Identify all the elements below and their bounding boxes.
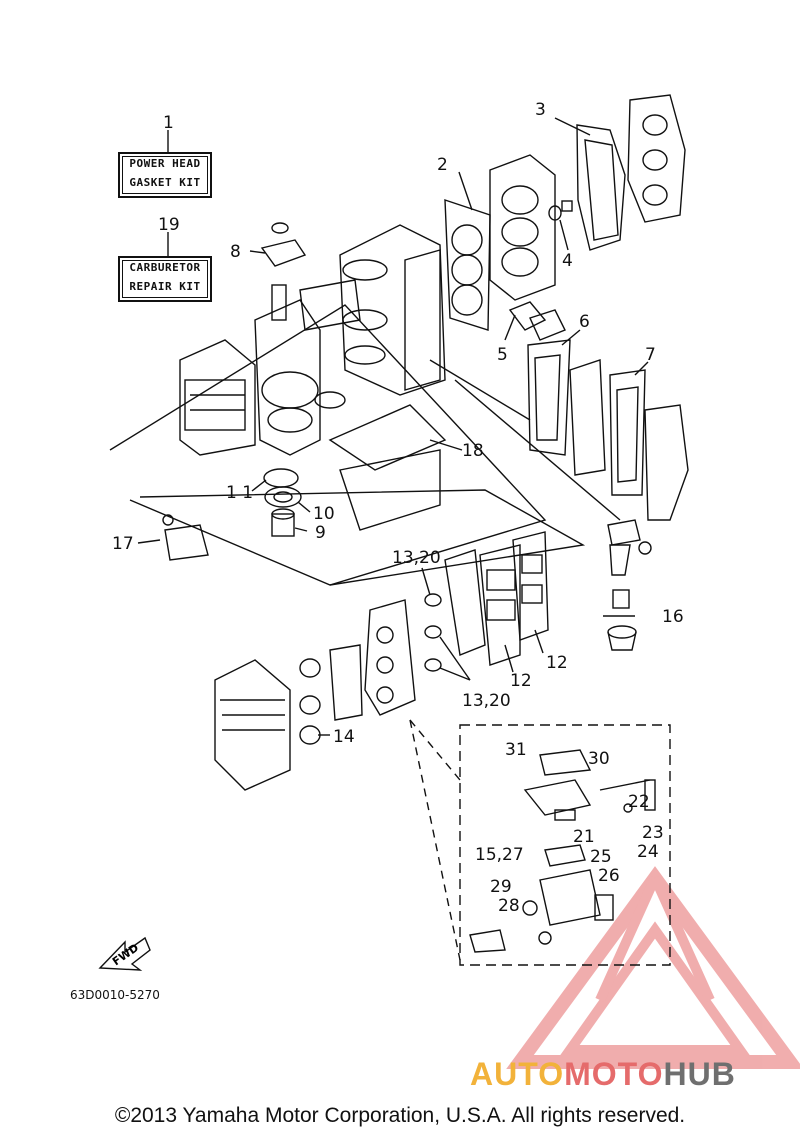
callout-9: 9 (315, 523, 326, 543)
callout-24: 24 (637, 842, 659, 862)
exhaust-cover-gasket (609, 369, 646, 496)
watermark-part: HUB (663, 1056, 736, 1092)
callout-11: 1 1 (226, 483, 253, 503)
callout-28: 28 (498, 896, 520, 916)
callout-14: 14 (333, 727, 355, 747)
o-ring (263, 468, 299, 488)
kit-line: POWER HEAD (129, 157, 201, 170)
callout-16: 16 (662, 607, 684, 627)
carburetor-parts (469, 749, 656, 953)
kit-line: CARBURETOR (129, 261, 201, 274)
callout-18: 18 (462, 441, 484, 461)
callout-12a: 12 (546, 653, 568, 673)
callout-7: 7 (645, 345, 656, 365)
drain-plug (548, 200, 573, 221)
copyright-notice: ©2013 Yamaha Motor Corporation, U.S.A. A… (114, 1104, 686, 1127)
intake-manifold (364, 599, 416, 716)
circlip (424, 593, 442, 607)
intake-silencer (214, 659, 291, 791)
callout-19: 19 (158, 215, 180, 235)
callout-23: 23 (642, 823, 664, 843)
head-gasket (576, 124, 626, 251)
callout-8: 8 (230, 242, 241, 262)
callout-29: 29 (490, 877, 512, 897)
callout-1: 1 (163, 113, 174, 133)
callout-3: 3 (535, 100, 546, 120)
cylinder-gasket (444, 199, 491, 331)
oil-seal (264, 486, 302, 508)
group-outline-lower (139, 489, 586, 586)
callout-25: 25 (590, 847, 612, 867)
watermark-part: AUTO (470, 1056, 565, 1092)
thermostat (607, 519, 652, 651)
crankshaft (254, 284, 346, 456)
kit-line: GASKET KIT (129, 176, 201, 189)
callout-labels: 1 19 2 3 4 5 6 7 8 9 10 1 1 12 12 13,20 … (110, 100, 684, 968)
callout-13-20b: 13,20 (462, 691, 511, 711)
watermark-text: AUTOMOTOHUB (470, 1056, 736, 1093)
callout-17: 17 (112, 534, 134, 554)
cylinder-block (299, 224, 446, 396)
carburetor-detail-frame (459, 724, 671, 966)
carburetor-repair-kit-box: CARBURETOR REPAIR KIT (118, 256, 212, 302)
callout-2: 2 (437, 155, 448, 175)
callout-31: 31 (505, 740, 527, 760)
lower-case-gasket (328, 404, 447, 531)
diagram-code: 63D0010-5270 (70, 988, 160, 1002)
head-cover (627, 94, 686, 223)
callout-6: 6 (579, 312, 590, 332)
watermark-part: MOTO (564, 1056, 664, 1092)
seal-housing (260, 222, 307, 267)
circlip (424, 658, 442, 672)
manifold-gaskets (299, 644, 363, 745)
callout-30: 30 (588, 749, 610, 769)
elbow-fitting (162, 514, 209, 561)
bearing (271, 508, 295, 537)
callout-10: 10 (313, 504, 335, 524)
fwd-arrow-icon (98, 936, 151, 971)
callout-22: 22 (628, 792, 650, 812)
cylinder-head (489, 154, 556, 301)
circlip (424, 625, 442, 639)
thermostat-gasket (508, 301, 566, 341)
exhaust-plate (569, 359, 606, 476)
power-head-gasket-kit-box: POWER HEAD GASKET KIT (118, 152, 212, 198)
group-outline-upper (109, 304, 547, 586)
crankcase-half (179, 339, 256, 456)
callout-15-27: 15,27 (475, 845, 524, 865)
callout-26: 26 (598, 866, 620, 886)
callout-12b: 12 (510, 671, 532, 691)
exhaust-outer-cover (644, 404, 689, 521)
callout-5: 5 (497, 345, 508, 365)
callout-21: 21 (573, 827, 595, 847)
callout-13-20a: 13,20 (392, 548, 441, 568)
callout-4: 4 (562, 251, 573, 271)
kit-line: REPAIR KIT (129, 280, 201, 293)
exhaust-gasket (527, 339, 571, 456)
watermark-logo (506, 866, 800, 1069)
reed-valve-gaskets (444, 531, 549, 666)
